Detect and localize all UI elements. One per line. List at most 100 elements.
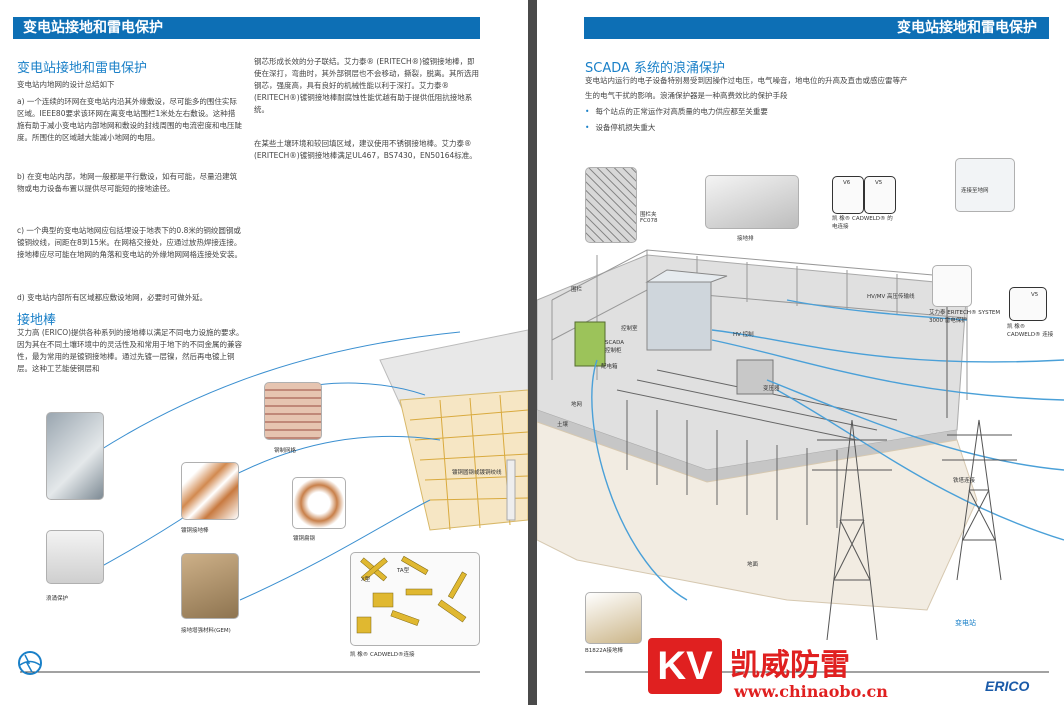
photo-copper-strip [292, 477, 346, 529]
caption-cadweld: 凯 橡® CADWELD®连接 [350, 652, 415, 658]
connector-piece [401, 555, 429, 575]
caption-cadweld-right: 凯 橡® CADWELD® 连接 [1007, 324, 1054, 338]
caption-enhancer: 接地增强材料(GEM) [181, 628, 231, 634]
caption-soil: 土壤 [557, 422, 569, 428]
transmission-tower-2 [942, 419, 1017, 581]
connector-piece [447, 571, 467, 599]
connector-curve-2 [224, 435, 441, 481]
left-page-header: 变电站接地和雷电保护 [13, 17, 480, 39]
caption-cadweld-top: 凯 橡® CADWELD® 的 电连接 [832, 216, 893, 230]
photo-surge [46, 530, 104, 584]
grid-lines [409, 394, 528, 531]
left-grid-diagram [20, 329, 528, 673]
connector-piece [437, 599, 467, 623]
watermark-url: www.chinaobo.cn [734, 682, 888, 701]
cadweld-connectors [356, 555, 467, 634]
photo-steel-mesh [264, 382, 322, 440]
caption-junction-box: 配电箱 [601, 364, 618, 370]
substation-illustration [537, 249, 1064, 673]
erico-logo: ERICO [985, 678, 1030, 694]
caption-earth: 地面 [747, 562, 759, 568]
photo-connect-grid [955, 158, 1015, 212]
grid-rods [616, 369, 898, 528]
photo-b1822a [585, 592, 642, 644]
caption-tower-bond: 铁塔连接 [953, 478, 976, 484]
right-page-header: 变电站接地和雷电保护 [584, 17, 1049, 39]
col2-para-2: 在某些土壤环境和较回填区域，建议使用不锈钢接地棒。艾力泰® (ERITECH®)… [254, 139, 477, 160]
caption-steel-mesh: 钢制网格 [274, 448, 297, 454]
bullet-text-2: 设备停机损失重大 [595, 123, 656, 132]
photo-v6 [832, 176, 864, 214]
photo-v5 [864, 176, 896, 214]
section-title-rods: 接地棒 [17, 313, 57, 328]
caption-ground-plate: 接地排 [737, 236, 754, 242]
para-c: c) 一个典型的变电站地网应包括埋设于地表下的0.8米的铜绞圆钢或镀铜绞线，间距… [17, 226, 242, 259]
rod-text: 艾力高 (ERICO)提供各种系列的接地棒以满足不同电力设施的要求。因为其在不同… [17, 328, 244, 373]
caption-connect-grid: 连接至地网 [961, 188, 989, 194]
bullet-text-1: 每个站点的正常运作对高质量的电力供应都至关重要 [595, 107, 768, 116]
power-lines [591, 299, 1064, 601]
photo-lightning [932, 265, 972, 307]
connector-piece [360, 557, 388, 582]
connector-piece [356, 616, 372, 634]
photo-fence [585, 167, 637, 243]
watermark-name: 凯威防雷 [730, 648, 850, 683]
scada-cabinet [574, 321, 606, 367]
bullet-item-1: • 每个站点的正常运作对高质量的电力供应都至关重要 [585, 106, 768, 118]
left-page: 变电站接地和雷电保护 变电站接地和雷电保护 变电站内地网的设计总结如下 a) 一… [0, 0, 528, 705]
section-title-grounding: 变电站接地和雷电保护 [17, 61, 148, 76]
bullet-dot-icon: • [585, 123, 590, 132]
control-building [646, 281, 712, 351]
bullet-dot-icon: • [585, 107, 590, 116]
photo-ground-plate [705, 175, 799, 229]
caption-v6: V6 [843, 180, 851, 186]
right-header-text: 变电站接地和雷电保护 [897, 20, 1037, 36]
caption-v5-right: V5 [1031, 292, 1039, 298]
caption-t: TA型 [397, 568, 410, 574]
photo-cabinet [46, 412, 104, 500]
rod-cylinder [506, 459, 516, 521]
caption-hv-control: HV 控制 [733, 332, 754, 338]
connector-piece [405, 588, 433, 596]
photo-cadweld [350, 552, 480, 646]
connector-curve-5 [94, 509, 196, 571]
kv-watermark: KV 凯威防雷 www.chinaobo.cn [648, 638, 898, 705]
photo-copper-rod [181, 462, 239, 520]
section-title-scada: SCADA 系统的浪涌保护 [585, 61, 726, 76]
caption-v5: V5 [875, 180, 883, 186]
globe-logo-icon [18, 651, 42, 675]
control-building-roof [645, 269, 728, 283]
caption-copper-wire: 镀铜圆钢或镀铜绞线 [452, 470, 502, 476]
caption-fence-clamp: 围栏夹 FC078 [640, 212, 658, 224]
photo-enhancer [181, 553, 239, 619]
caption-lv-hv: HV/MV 高压传输线 [867, 294, 915, 300]
connector-curve-1 [69, 331, 461, 471]
connector-piece [372, 592, 394, 608]
para-d: d) 变电站内部所有区域都应敷设地网，必要时可做外延。 [17, 293, 208, 302]
caption-fence: 围栏 [571, 287, 583, 293]
left-header-text: 变电站接地和雷电保护 [23, 20, 163, 36]
caption-transformer: 变压器 [763, 386, 780, 392]
caption-substation: 变电站 [955, 619, 976, 627]
caption-scada: SCADA 控制柜 [605, 340, 624, 354]
connector-curve-4 [239, 499, 431, 601]
scada-intro: 变电站内运行的电子设备特别易受到因操作过电压，电气噪音，地电位的升高及直击或感应… [585, 76, 908, 100]
caption-surge: 浪涌保护 [46, 596, 69, 602]
page-spine [528, 0, 537, 705]
caption-x: X型 [361, 577, 371, 583]
caption-copper-rod: 镀铜接地棒 [181, 528, 209, 534]
right-page: 变电站接地和雷电保护 SCADA 系统的浪涌保护 变电站内运行的电子设备特别易受… [537, 0, 1064, 705]
transmission-tower-1 [812, 419, 892, 641]
intro-text: 变电站内地网的设计总结如下 [17, 80, 115, 89]
col2-para-1: 钢芯形成长效的分子联结。艾力泰® (ERITECH®)镀铜接地棒，即使在深打，弯… [254, 57, 479, 114]
caption-control-building: 控制室 [621, 326, 638, 332]
connector-piece [390, 610, 420, 626]
bullet-item-2: • 设备停机损失重大 [585, 122, 655, 134]
transformer-body [736, 359, 774, 395]
para-a: a) 一个连续的环网在变电站内沿其外缘敷设，尽可能多的围住实际区域。IEEE80… [17, 97, 242, 142]
caption-grid-ring: 地网 [571, 402, 583, 408]
photo-v5-right [1009, 287, 1047, 321]
caption-eritech-system: 艾力泰 ERITECH® SYSTEM 3000 雷电保护 [929, 310, 1001, 324]
caption-b1822a: B1822A接地棒 [585, 648, 624, 654]
soil-grid-left [399, 389, 528, 531]
